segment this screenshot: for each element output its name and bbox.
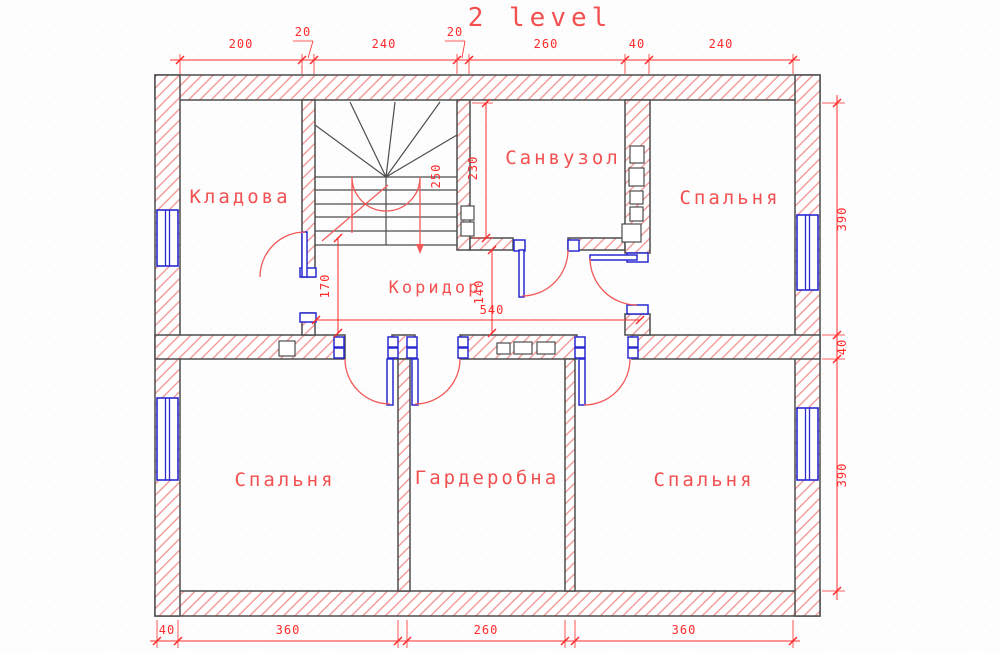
dim-top-240a: 240 [372,37,397,51]
dim-top-20a: 20 [295,25,311,39]
dim-bottom-360a: 360 [276,623,301,637]
dimension-chain-right: 390 40 390 [822,95,849,600]
duct-icon [278,340,296,357]
door-icon-bedroom-top-right [589,252,649,315]
duct-icon [629,206,644,222]
dim-right-40: 40 [835,339,849,355]
room-label-sanvuzol: Санвузол [505,147,621,169]
door-icon-sanvuzol [513,239,580,298]
duct-icon [629,190,644,205]
dim-top-260: 260 [534,37,559,51]
duct-icon [628,167,645,187]
door-icon-harderobna [406,336,469,406]
room-label-harderobna: Гардеробна [415,467,559,489]
door-icon-bedroom-bottom-left [333,336,399,406]
dim-250: 250 [429,164,443,189]
duct-icon [460,221,475,237]
windows [156,209,819,481]
dim-170: 170 [318,274,332,299]
outer-wall-top [154,74,821,101]
window-icon [156,209,179,267]
stair-cut-line [321,184,389,242]
sanvuzol-right-wall-lower [624,313,651,336]
dim-140: 140 [472,280,486,305]
middle-wall-segment-1 [154,334,346,360]
dim-bottom-260: 260 [474,623,499,637]
dimension-chain-top: 200 20 240 20 260 40 240 [170,25,800,74]
stair-walk-line [351,176,421,246]
room-label-bedroom-top-right: Спальня [679,187,780,209]
dim-top-240b: 240 [709,37,734,51]
window-icon [796,407,819,481]
room-label-bedroom-bottom-left: Спальня [234,469,335,491]
window-icon [156,397,179,481]
drawing-title: 2 level [468,3,613,33]
dim-right-390a: 390 [835,207,849,232]
staircase [314,101,458,254]
dim-top-200: 200 [229,37,254,51]
dim-right-390b: 390 [835,463,849,488]
duct-icon [513,341,533,355]
duct-icon [629,145,645,164]
stair-walk-arrow-icon [416,244,424,254]
duct-icon [460,205,475,221]
dimension-chain-bottom: 40 360 260 360 [150,620,800,648]
dim-540: 540 [480,303,505,317]
dim-bottom-40: 40 [159,623,175,637]
bottom-divider-wall-2 [564,358,576,592]
duct-icon [621,223,642,243]
sanvuzol-bottom-wall-left [469,237,514,251]
dim-top-40: 40 [629,37,645,51]
room-label-kladova: Кладова [189,186,290,208]
stair-winders [314,101,458,178]
dimension-interior: 230 250 170 140 540 [311,98,645,338]
door-icon-kladova [259,231,317,323]
dim-bottom-360b: 360 [672,623,697,637]
window-icon [796,214,819,291]
room-label-bedroom-bottom-right: Спальня [653,469,754,491]
dim-230: 230 [466,156,480,181]
room-labels: Кладова Санвузол Спальня Коридор Спальня… [189,147,780,491]
walls [154,74,821,617]
duct-shafts [278,145,645,357]
dim-top-20b: 20 [447,25,463,39]
middle-wall-segment-4 [631,334,821,360]
duct-icon [496,342,511,355]
door-icon-bedroom-bottom-right [574,336,639,406]
doors [259,231,649,406]
outer-wall-bottom [154,590,821,617]
duct-icon [536,341,556,355]
bottom-divider-wall-1 [397,358,411,592]
room-label-koridor: Коридор [389,278,482,298]
